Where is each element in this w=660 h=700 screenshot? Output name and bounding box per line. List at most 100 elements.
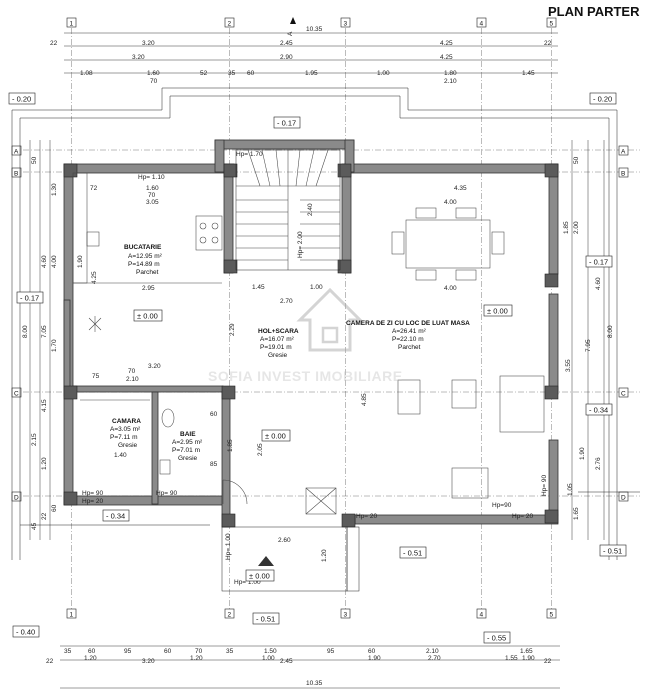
dim-right-6: 7.95: [585, 339, 592, 352]
dim-right-4: 8.00: [607, 325, 614, 338]
dim-left-1: 1.30: [51, 183, 58, 196]
label-dim-85: 85: [210, 461, 218, 468]
dim-top-r4-0: 1.08: [80, 70, 93, 77]
label-hp100b: Hp= 1.00: [234, 579, 261, 586]
dim-right-8: 1.90: [579, 447, 586, 460]
dim-bot-r2-10: 22: [544, 658, 552, 665]
label-kitchen-d3: 3.05: [146, 199, 159, 206]
label-kitchen-d2: 70: [148, 192, 156, 199]
staircase: [235, 149, 341, 271]
dim-bot-r2-1: 1.20: [84, 655, 97, 662]
room-labels: BUCATARIE A=12.95 m² P=14.89 m Parchet H…: [110, 244, 470, 462]
structural-columns: [63, 163, 559, 528]
label-hp90d: Hp= 90: [541, 474, 548, 496]
label-kitchen-d4: 72: [90, 185, 98, 192]
level-5: - 0.17: [589, 258, 608, 267]
room-area-pantry: A=3.05 m²: [110, 426, 141, 433]
room-floor-hall: Gresie: [268, 352, 288, 359]
dim-top-total: 10.35: [306, 26, 323, 33]
dim-right-9: 1.05: [567, 483, 574, 496]
axis-label-1: 1: [70, 21, 74, 28]
label-living-w2: 4.00: [444, 199, 457, 206]
dim-top-r5-1: 2.10: [444, 78, 457, 85]
dim-left-9: 1.20: [41, 457, 48, 470]
dim-right-10: 1.65: [573, 507, 580, 520]
room-name-living: CAMERA DE ZI CU LOC DE LUAT MASA: [346, 320, 470, 327]
label-camara-d2: 2.10: [126, 376, 139, 383]
label-hp200: Hp= 2.00: [297, 231, 304, 258]
doors: [222, 479, 337, 515]
axis-label-d: D: [14, 495, 19, 502]
dim-bot-r2-0: 22: [46, 658, 54, 665]
dim-top-r3-1: 2.90: [280, 54, 293, 61]
label-stair-w1: 1.45: [252, 284, 265, 291]
label-hp100a: Hp= 1.00: [225, 533, 232, 560]
axis-marker-5: [546, 17, 557, 28]
dim-bot-r1-4: 70: [195, 648, 203, 655]
label-hp170: Hp= 1.70: [236, 151, 263, 158]
dim-left-5: 7.05: [41, 325, 48, 338]
dim-top-r2-4: 22: [544, 40, 552, 47]
section-mark-label: A: [287, 31, 294, 36]
dim-top-r5-0: 70: [150, 78, 158, 85]
label-kitchen-d1: 1.60: [146, 185, 159, 192]
axis-label-a-right: A: [621, 149, 626, 156]
level-13: ± 0.00: [137, 312, 158, 321]
label-baie-d2: 2.05: [257, 443, 264, 456]
level-3: - 0.17: [277, 119, 296, 128]
level-10: - 0.51: [256, 615, 275, 624]
axis-label-c: C: [14, 391, 19, 398]
dim-left-2: 4.60: [41, 255, 48, 268]
label-hp90a: Hp= 90: [82, 490, 104, 497]
kitchen-furniture: [72, 172, 223, 332]
axis-markers-top: 1 2 3 4 5: [66, 17, 557, 28]
dim-left-11: 22: [41, 512, 48, 520]
watermark: SOFIA INVEST IMOBILIARE: [208, 287, 403, 384]
label-hp90b: Hp= 90: [156, 490, 178, 497]
axis-label-2: 2: [228, 21, 232, 28]
label-living-w1: 4.35: [454, 185, 467, 192]
label-hall-w: 2.29: [229, 323, 236, 336]
level-9: - 0.51: [603, 547, 622, 556]
dim-top-r4-1: 1.60: [147, 70, 160, 77]
axis-label-4-bottom: 4: [480, 612, 484, 619]
dim-top-r4-6: 1.00: [377, 70, 390, 77]
room-perimeter-living: P=22.10 m: [392, 336, 424, 343]
room-area-living: A=26.41 m²: [392, 328, 427, 335]
dim-bot-r2-6: 1.90: [368, 655, 381, 662]
label-hp20b: Hp= 20: [356, 513, 378, 520]
dim-right-5: 3.55: [565, 359, 572, 372]
label-kitchen-w: 2.95: [142, 285, 155, 292]
axis-label-5: 5: [550, 21, 554, 28]
dim-bot-r1-3: 60: [164, 648, 172, 655]
level-2: - 0.20: [593, 95, 612, 104]
interior-annotations: Hp= 1.10 Hp= 1.70 Hp= 90 Hp= 90 Hp=90 Hp…: [77, 151, 548, 586]
watermark-text: SOFIA INVEST IMOBILIARE: [208, 368, 403, 384]
label-living-d: 4.85: [361, 393, 368, 406]
dim-right-0: 50: [573, 156, 580, 164]
axis-label-3: 3: [344, 21, 348, 28]
dim-bot-r1-5: 35: [226, 648, 234, 655]
axis-label-b: B: [14, 171, 18, 178]
label-baie-d1: 1.85: [227, 439, 234, 452]
site-outline: [11, 87, 640, 560]
dim-right-2: 2.00: [573, 221, 580, 234]
dim-bot-r1-9: 2.10: [426, 648, 439, 655]
dim-left-12: 60: [51, 504, 58, 512]
room-name-hall: HOL+SCARA: [258, 328, 299, 335]
dim-top-r4-7: 1.80: [444, 70, 457, 77]
axis-markers-left: A B C D: [11, 145, 22, 502]
room-area-bath: A=2.95 m²: [172, 439, 203, 446]
dim-bot-r1-7: 95: [327, 648, 335, 655]
axis-label-d-right: D: [621, 495, 626, 502]
dim-top-r4-2: 52: [200, 70, 208, 77]
label-porch-w: 2.60: [278, 537, 291, 544]
bottom-dimension-chains: 35 60 95 60 70 35 1.50 95 60 2.10 1.65 2…: [46, 645, 560, 689]
label-hp110: Hp= 1.10: [138, 174, 165, 181]
dim-top-r3-2: 4.25: [440, 54, 453, 61]
dim-right-7: 2.76: [595, 457, 602, 470]
level-7: - 0.34: [106, 512, 125, 521]
dim-bot-r2-9: 1.90: [522, 655, 535, 662]
room-name-kitchen: BUCATARIE: [124, 244, 162, 251]
